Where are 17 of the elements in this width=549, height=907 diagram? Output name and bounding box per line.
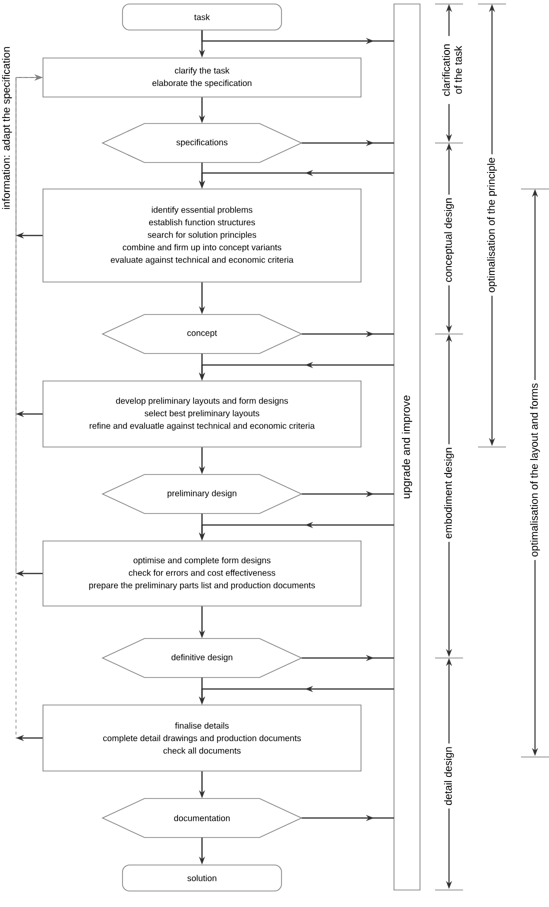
side-label: information: adapt the specification — [2, 47, 12, 209]
vertical-bar: upgrade and improve — [394, 4, 420, 890]
feedback-arrow — [16, 74, 43, 577]
process-box: clarify the task elaborate the specification — [42, 58, 362, 98]
process-box: identify essential problems establish function structures search for solution principles combine and firm up into concept variants evaluate against technical and economic criteria — [42, 188, 362, 282]
terminal-box: task — [122, 4, 282, 30]
feedback-arrow — [16, 74, 43, 742]
phase-label: clarification of the task — [439, 36, 465, 104]
phase-label: detail design — [441, 744, 457, 808]
phase-label: optimalisation of the principle — [484, 154, 500, 296]
process-box: develop preliminary layouts and form designs select best preliminary layouts refine and evaluatle against technical and economic criteria — [42, 380, 362, 448]
process-box: finalise details complete detail drawings and production documents check all documents — [42, 704, 362, 772]
terminal-box: solution — [122, 864, 282, 892]
phase-label: embodiment design — [441, 444, 457, 542]
process-box: optimise and complete form designs check for errors and cost effectiveness prepare the preliminary parts list and production documents — [42, 540, 362, 606]
phase-label: conceptual design — [441, 194, 457, 286]
phase-label: optimalisation of the layout and forms — [527, 380, 543, 560]
